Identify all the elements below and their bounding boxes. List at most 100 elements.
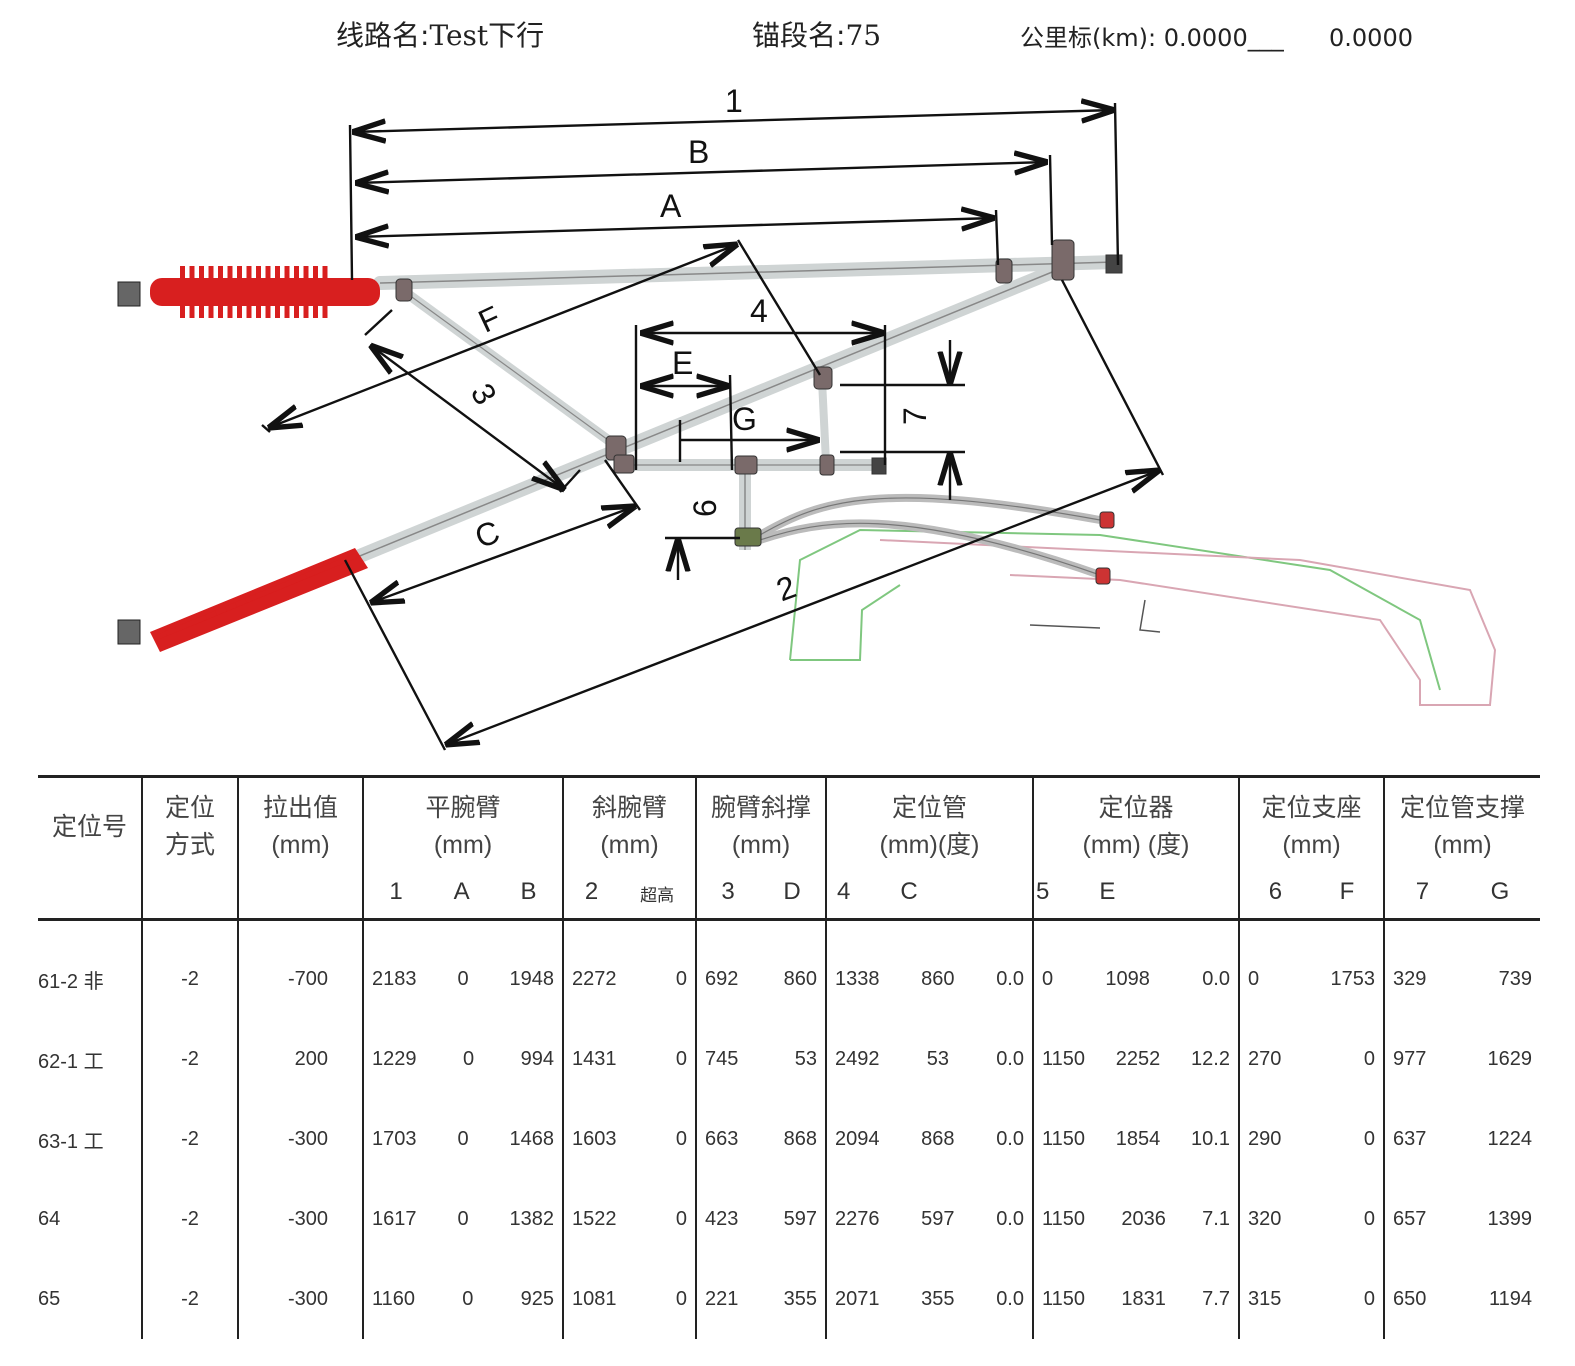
header-slant-arm-2: (mm)	[600, 831, 659, 859]
cell-locator-no-value: 65	[38, 1287, 61, 1310]
track-profile	[789, 528, 1497, 706]
cell-arm-brace-value: 423	[705, 1207, 739, 1230]
cell-locate-mode-value: -2	[181, 967, 199, 990]
cell-tube-brace-value: 1224	[1487, 1127, 1533, 1150]
cell-arm-brace-value: 692	[705, 967, 739, 990]
cell-arm-brace: 423 597	[696, 1179, 827, 1259]
header-tube-brace-1: 定位管支撑	[1399, 794, 1525, 822]
dim-label-6: 6	[687, 499, 723, 517]
cell-locate-mode-value: -2	[181, 1207, 199, 1230]
cell-flat-arm-value: 994	[520, 1047, 554, 1070]
cell-locate-mode: -2	[142, 919, 239, 1019]
cell-tube-brace-value: 1194	[1488, 1287, 1532, 1310]
cell-flat-arm-value: 1229	[372, 1047, 417, 1070]
cell-flat-arm: 1229 0 994	[363, 1019, 564, 1099]
header-arm-brace-subs: 3 D	[697, 878, 825, 906]
cell-tube-brace-value: 977	[1393, 1047, 1427, 1070]
km-marker: 公里标(km): 0.0000___ 0.0000	[1020, 18, 1413, 53]
cell-support-value: 270	[1248, 1047, 1282, 1070]
cell-locator-value: 1150	[1042, 1127, 1086, 1150]
cell-flat-arm-value: 0	[463, 1047, 475, 1070]
header-pull-out: 拉出值 (mm)	[238, 775, 364, 921]
sub-3: 3	[721, 878, 735, 905]
insulator-shed	[304, 553, 357, 579]
cell-support-value: 0	[1363, 1287, 1375, 1310]
header-flat-arm: 平腕臂 (mm) 1 A B	[363, 775, 564, 921]
cell-arm-brace-value: 221	[705, 1287, 739, 1310]
cell-flat-arm-value: 1468	[509, 1127, 555, 1150]
dim-label-3: 3	[464, 377, 504, 410]
cell-slant-arm-value: 0	[675, 1287, 687, 1310]
insulator-shed	[237, 266, 242, 318]
cell-arm-brace-value: 53	[794, 1047, 817, 1070]
cell-locator-no: 62-1 工	[38, 1019, 143, 1099]
sub-1: 1	[389, 878, 403, 905]
dim-label-C: C	[470, 513, 504, 555]
header-support-2: (mm)	[1282, 831, 1341, 859]
cell-locate-mode-value: -2	[181, 1127, 199, 1150]
cell-tube-brace: 650 1194	[1384, 1259, 1540, 1339]
cell-flat-arm-value: 0	[457, 1207, 469, 1230]
cell-flat-arm-value: 925	[520, 1287, 554, 1310]
anchor-name: 锚段名:75	[752, 14, 881, 54]
cell-tube-brace-value: 650	[1393, 1287, 1427, 1310]
line-name-label: 线路名:	[336, 19, 430, 52]
insulator-shed	[294, 266, 299, 318]
cell-pull-out-value: -300	[287, 1287, 328, 1310]
cell-support-value: 1753	[1330, 967, 1376, 990]
dim-label-1: 1	[725, 83, 743, 119]
header-tube-brace-subs: 7 G	[1385, 878, 1540, 906]
cell-locator-value: 2252	[1115, 1047, 1161, 1070]
track-outline-pink	[879, 539, 1497, 706]
tube-support	[818, 379, 830, 463]
cell-arm-brace-value: 597	[783, 1207, 817, 1230]
cell-flat-arm-value: 1703	[372, 1127, 417, 1150]
anchor-name-value: 75	[845, 19, 882, 52]
km-end: 0.0000	[1329, 24, 1413, 52]
cell-slant-arm-value: 0	[675, 1047, 687, 1070]
cell-locator-no: 61-2 非	[38, 919, 143, 1019]
cell-slant-arm-value: 1081	[572, 1287, 617, 1310]
cell-arm-brace-value: 745	[705, 1047, 739, 1070]
header-slant-arm-1: 斜腕臂	[591, 794, 667, 822]
header-pull-out-1: 拉出值	[262, 794, 338, 822]
cell-locate-mode: -2	[142, 1019, 239, 1099]
cell-support-value: 0	[1248, 967, 1260, 990]
cell-locator-no-value: 64	[38, 1207, 61, 1230]
insulator-shed	[189, 266, 195, 318]
cell-locator-value: 1150	[1042, 1287, 1086, 1310]
locator-arm-2	[758, 519, 1102, 579]
cell-locating-tube-value: 0.0	[996, 1047, 1024, 1070]
cell-support-value: 320	[1248, 1207, 1282, 1230]
cell-pull-out: -300	[238, 1179, 364, 1259]
cell-slant-arm-value: 1603	[572, 1127, 617, 1150]
header-locating-tube: 定位管 (mm)(度) 4 C	[826, 775, 1034, 921]
cell-locator-no-value: 63-1 工	[38, 1130, 104, 1153]
cell-locator-no: 65	[38, 1259, 143, 1339]
header-locator-no-label: 定位号	[51, 813, 127, 841]
header-locating-tube-2: (mm)(度)	[879, 831, 980, 859]
cell-arm-brace-value: 663	[705, 1127, 739, 1150]
cell-locating-tube-value: 355	[921, 1287, 955, 1310]
cell-locating-tube-value: 0.0	[996, 1287, 1024, 1310]
insulator-shed	[313, 266, 318, 318]
cell-locator-no: 63-1 工	[38, 1099, 143, 1179]
header-locator-2: (mm) (度)	[1082, 831, 1190, 859]
cell-slant-arm-value: 1431	[572, 1047, 617, 1070]
header-locate-mode-1: 定位	[164, 794, 215, 822]
cell-locate-mode-value: -2	[181, 1287, 199, 1310]
header-locator-no: 定位号	[38, 775, 143, 921]
km-start: 0.0000___	[1163, 24, 1284, 52]
